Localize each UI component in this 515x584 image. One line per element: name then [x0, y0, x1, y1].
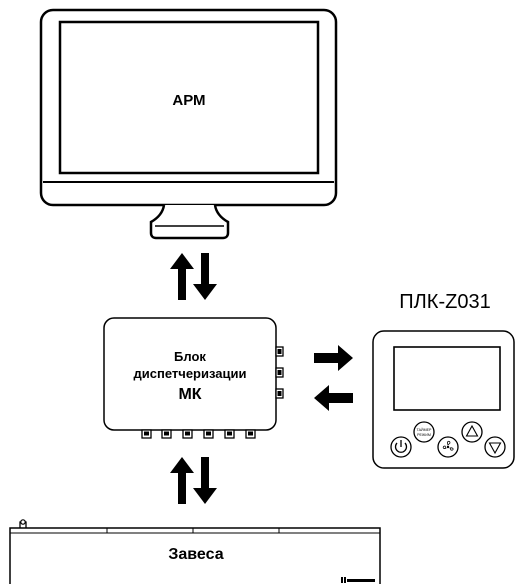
controller-label-line1: Блок: [174, 349, 206, 364]
bidirectional-arrow-bottom: [170, 457, 217, 504]
power-icon: [390, 436, 412, 458]
down-arrow-icon: [484, 436, 506, 458]
controller-label-line3: МК: [178, 386, 201, 403]
bidirectional-arrow-top: [170, 253, 217, 300]
controller-label-line2: диспетчеризации: [134, 366, 247, 381]
control-panel: ПЛК-Z031 ТАЙМЕР РЕЖИМ: [372, 291, 515, 469]
brand-logo: [341, 577, 375, 583]
fan-icon: [437, 436, 459, 458]
arrow-from-panel: [314, 385, 353, 411]
workstation-label: АРМ: [172, 92, 205, 109]
timer-mode-button: ТАЙМЕР РЕЖИМ: [413, 421, 435, 443]
panel-title: ПЛК-Z031: [399, 291, 490, 313]
timer-label: ТАЙМЕР: [417, 428, 432, 432]
bottom-connectors: [141, 429, 256, 439]
air-curtain: Завеса: [9, 519, 381, 584]
curtain-label: Завеса: [168, 546, 223, 563]
workstation-monitor: АРМ: [39, 8, 338, 240]
mode-label: РЕЖИМ: [417, 433, 431, 437]
arrow-to-panel: [314, 345, 353, 371]
up-arrow-icon: [461, 421, 483, 443]
right-connectors: [275, 346, 284, 399]
dispatch-controller: Блок диспетчеризации МК: [103, 317, 284, 439]
